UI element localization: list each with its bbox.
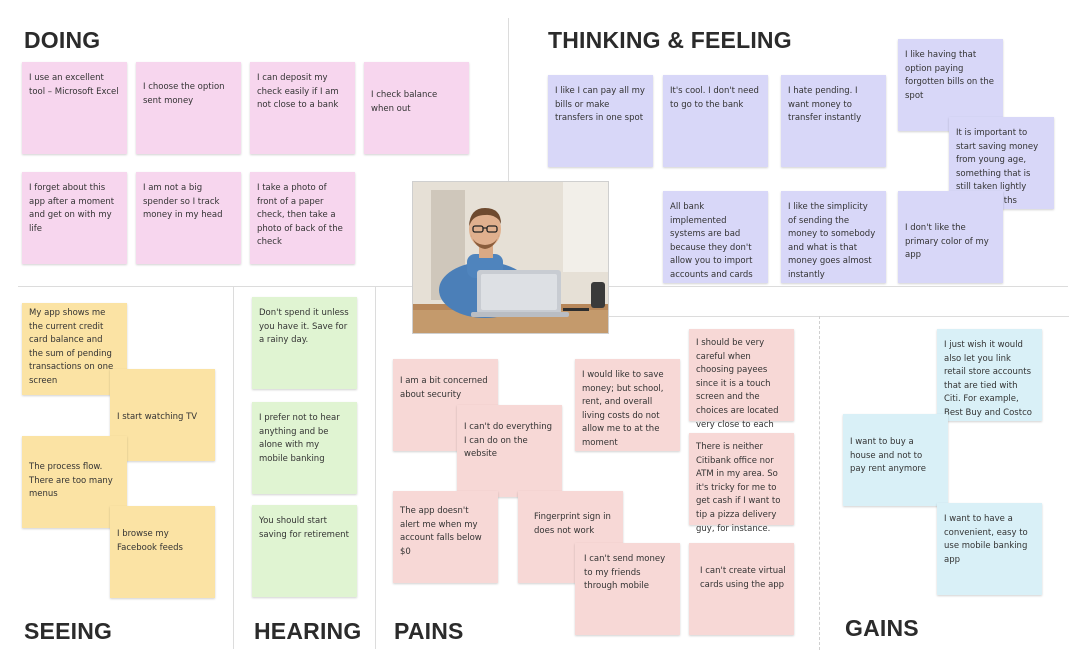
sticky-note-pains[interactable]: I should be very careful when choosing p… bbox=[689, 329, 794, 443]
sticky-note-pains[interactable]: I would like to save money; but school, … bbox=[575, 359, 680, 451]
divider-vertical-pains-gains bbox=[819, 316, 820, 650]
note-text: I am not a big spender so I track money … bbox=[143, 183, 223, 221]
note-text: I would like to save money; but school, … bbox=[582, 370, 664, 448]
note-text: I just wish it would also let you link r… bbox=[944, 340, 1032, 418]
note-text: Fingerprint sign in does not work bbox=[534, 512, 611, 536]
section-title-seeing: SEEING bbox=[24, 618, 113, 644]
sticky-note-seeing[interactable]: My app shows me the current credit card … bbox=[22, 303, 127, 395]
sticky-note-gains[interactable]: I want to buy a house and not to pay ren… bbox=[843, 414, 948, 506]
sticky-note-thinking[interactable]: I don't like the primary color of my app bbox=[898, 191, 1003, 283]
sticky-note-hearing[interactable]: You should start saving for retirement bbox=[252, 505, 357, 597]
sticky-note-pains[interactable]: I can't send money to my friends through… bbox=[575, 543, 680, 635]
note-text: I want to buy a house and not to pay ren… bbox=[850, 437, 926, 475]
sticky-note-hearing[interactable]: Don't spend it unless you have it. Save … bbox=[252, 297, 357, 389]
section-title-thinking-feeling: THINKING & FEELING bbox=[548, 27, 792, 53]
note-text: I can't do everything I can do on the we… bbox=[464, 422, 553, 460]
sticky-note-gains[interactable]: I just wish it would also let you link r… bbox=[937, 329, 1042, 421]
divider-vertical-hearing-pains bbox=[375, 287, 376, 649]
sticky-note-thinking[interactable]: I hate pending. I want money to transfer… bbox=[781, 75, 886, 167]
note-text: I can't send money to my friends through… bbox=[584, 554, 666, 592]
sticky-note-pains[interactable]: I can't create virtual cards using the a… bbox=[689, 543, 794, 635]
sticky-note-doing[interactable]: I can deposit my check easily if I am no… bbox=[250, 62, 355, 154]
note-text: My app shows me the current credit card … bbox=[29, 308, 114, 386]
note-text: I like having that option paying forgott… bbox=[905, 50, 994, 101]
note-text: I start watching TV bbox=[117, 412, 198, 422]
divider-horizontal-left bbox=[18, 286, 414, 287]
divider-horizontal-right bbox=[608, 286, 1068, 287]
note-text: I should be very careful when choosing p… bbox=[696, 338, 779, 443]
sticky-note-doing[interactable]: I choose the option sent money bbox=[136, 62, 241, 154]
note-text: I browse my Facebook feeds bbox=[117, 529, 183, 553]
sticky-note-pains[interactable]: The app doesn't alert me when my account… bbox=[393, 491, 498, 583]
note-text: I take a photo of front of a paper check… bbox=[257, 183, 343, 248]
sticky-note-hearing[interactable]: I prefer not to hear anything and be alo… bbox=[252, 402, 357, 494]
note-text: I forget about this app after a moment a… bbox=[29, 183, 115, 234]
note-text: I am a bit concerned about security bbox=[400, 376, 488, 400]
person-at-laptop-icon bbox=[413, 182, 608, 333]
section-title-pains: PAINS bbox=[394, 618, 464, 644]
sticky-note-thinking[interactable]: I like the simplicity of sending the mon… bbox=[781, 191, 886, 283]
sticky-note-seeing[interactable]: I browse my Facebook feeds bbox=[110, 506, 215, 598]
divider-vertical-seeing-hearing bbox=[233, 287, 234, 649]
note-text: I prefer not to hear anything and be alo… bbox=[259, 413, 340, 464]
note-text: I like I can pay all my bills or make tr… bbox=[555, 86, 645, 124]
note-text: I can deposit my check easily if I am no… bbox=[257, 73, 339, 111]
note-text: There is neither Citibank office nor ATM… bbox=[696, 442, 781, 534]
section-title-gains: GAINS bbox=[845, 615, 919, 641]
note-text: The process flow. There are too many men… bbox=[29, 462, 113, 500]
note-text: Don't spend it unless you have it. Save … bbox=[259, 308, 349, 346]
note-text: I like the simplicity of sending the mon… bbox=[788, 202, 876, 280]
note-text: The app doesn't alert me when my account… bbox=[400, 506, 482, 557]
person-at-laptop-photo bbox=[412, 181, 609, 334]
section-title-hearing: HEARING bbox=[254, 618, 362, 644]
sticky-note-pains[interactable]: There is neither Citibank office nor ATM… bbox=[689, 433, 794, 534]
note-text: I can't create virtual cards using the a… bbox=[700, 566, 786, 590]
note-text: I check balance when out bbox=[371, 90, 438, 114]
note-text: All bank implemented systems are bad bec… bbox=[670, 202, 753, 280]
sticky-note-thinking[interactable]: All bank implemented systems are bad bec… bbox=[663, 191, 768, 283]
note-text: I hate pending. I want money to transfer… bbox=[788, 86, 862, 124]
sticky-note-seeing[interactable]: I start watching TV bbox=[110, 369, 215, 461]
sticky-note-doing[interactable]: I forget about this app after a moment a… bbox=[22, 172, 127, 264]
sticky-note-doing[interactable]: I use an excellent tool – Microsoft Exce… bbox=[22, 62, 127, 154]
section-title-doing: DOING bbox=[24, 27, 101, 53]
note-text: You should start saving for retirement bbox=[259, 516, 349, 540]
note-text: I choose the option sent money bbox=[143, 82, 225, 106]
sticky-note-thinking[interactable]: I like I can pay all my bills or make tr… bbox=[548, 75, 653, 167]
sticky-note-doing[interactable]: I take a photo of front of a paper check… bbox=[250, 172, 355, 264]
note-text: I want to have a convenient, easy to use… bbox=[944, 514, 1028, 565]
divider-horizontal-pains-top bbox=[609, 316, 1069, 317]
sticky-note-seeing[interactable]: The process flow. There are too many men… bbox=[22, 436, 127, 528]
sticky-note-pains[interactable]: I can't do everything I can do on the we… bbox=[457, 405, 562, 497]
note-text: It's cool. I don't need to go to the ban… bbox=[670, 86, 759, 110]
sticky-note-doing[interactable]: I check balance when out bbox=[364, 62, 469, 154]
sticky-note-doing[interactable]: I am not a big spender so I track money … bbox=[136, 172, 241, 264]
divider-vertical-top bbox=[508, 18, 509, 183]
sticky-note-thinking[interactable]: I like having that option paying forgott… bbox=[898, 39, 1003, 131]
note-text: I use an excellent tool – Microsoft Exce… bbox=[29, 73, 119, 97]
note-text: I don't like the primary color of my app bbox=[905, 223, 989, 261]
sticky-note-gains[interactable]: I want to have a convenient, easy to use… bbox=[937, 503, 1042, 595]
sticky-note-thinking[interactable]: It's cool. I don't need to go to the ban… bbox=[663, 75, 768, 167]
